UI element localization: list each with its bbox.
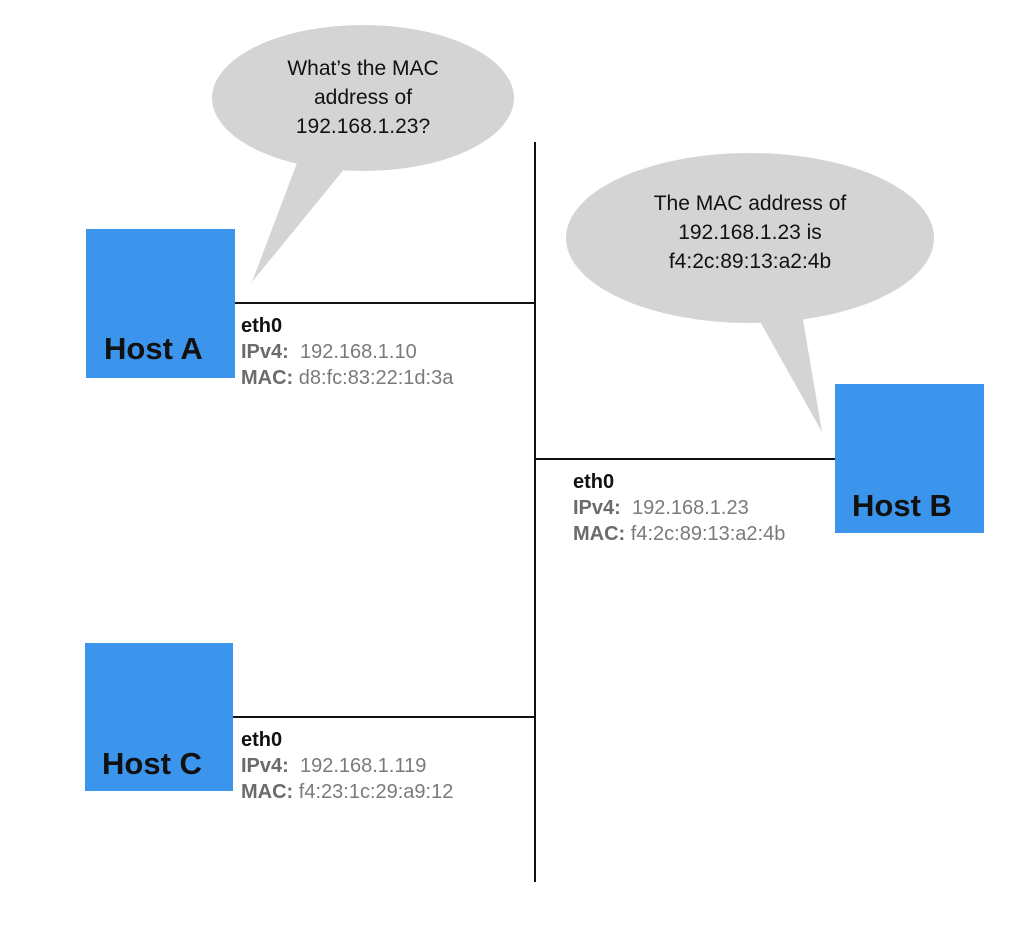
host-a-box bbox=[86, 229, 235, 378]
host-c-mac: f4:23:1c:29:a9:12 bbox=[298, 781, 454, 803]
ipv4-key: IPv4 bbox=[241, 341, 283, 363]
host-c-box bbox=[85, 643, 233, 791]
ipv4-key: IPv4 bbox=[573, 497, 615, 519]
question-bubble bbox=[212, 25, 514, 171]
host-a-ipv4: 192.168.1.10 bbox=[299, 341, 417, 363]
host-c-interface-name: eth0 bbox=[241, 729, 283, 751]
answer-bubble-text: The MAC address of 192.168.1.23 is f4:2c… bbox=[600, 189, 900, 276]
host-b-ipv4-row: IPv4: 192.168.1.23 bbox=[573, 497, 749, 519]
host-b-interface-name: eth0 bbox=[573, 471, 615, 493]
mac-key: MAC bbox=[241, 367, 287, 389]
host-c-mac-row: MAC: f4:23:1c:29:a9:12 bbox=[241, 781, 454, 803]
host-b-box bbox=[835, 384, 984, 533]
host-a-interface-name: eth0 bbox=[241, 315, 283, 337]
host-b-ipv4: 192.168.1.23 bbox=[631, 497, 749, 519]
answer-line: f4:2c:89:13:a2:4b bbox=[668, 250, 832, 273]
host-c-label: Host C bbox=[102, 746, 202, 781]
ipv4-key: IPv4 bbox=[241, 755, 283, 777]
host-a-interface: eth0 IPv4: 192.168.1.10 MAC: d8:fc:83:22… bbox=[241, 313, 453, 391]
answer-line: The MAC address of bbox=[653, 192, 847, 215]
question-bubble-tail bbox=[252, 155, 350, 282]
mac-key: MAC bbox=[241, 781, 287, 803]
host-a-label: Host A bbox=[104, 331, 203, 366]
question-bubble-text: What’s the MAC address of 192.168.1.23? bbox=[233, 54, 493, 141]
host-b-label: Host B bbox=[852, 488, 952, 523]
question-line: What’s the MAC bbox=[287, 57, 439, 80]
host-a-mac: d8:fc:83:22:1d:3a bbox=[298, 367, 454, 389]
host-c-interface: eth0 IPv4: 192.168.1.119 MAC: f4:23:1c:2… bbox=[241, 727, 453, 805]
host-b-mac-row: MAC: f4:2c:89:13:a2:4b bbox=[573, 523, 786, 545]
answer-line: 192.168.1.23 is bbox=[678, 221, 822, 244]
host-b-interface: eth0 IPv4: 192.168.1.23 MAC: f4:2c:89:13… bbox=[573, 469, 785, 547]
mac-key: MAC bbox=[573, 523, 619, 545]
answer-bubble bbox=[566, 153, 934, 323]
answer-bubble-tail bbox=[748, 300, 822, 432]
host-c-ipv4: 192.168.1.119 bbox=[299, 755, 427, 777]
question-line: 192.168.1.23? bbox=[295, 115, 431, 138]
host-a-ipv4-row: IPv4: 192.168.1.10 bbox=[241, 341, 417, 363]
host-b-mac: f4:2c:89:13:a2:4b bbox=[630, 523, 786, 545]
host-c-ipv4-row: IPv4: 192.168.1.119 bbox=[241, 755, 427, 777]
question-line: address of bbox=[313, 86, 413, 109]
host-a-mac-row: MAC: d8:fc:83:22:1d:3a bbox=[241, 367, 454, 389]
